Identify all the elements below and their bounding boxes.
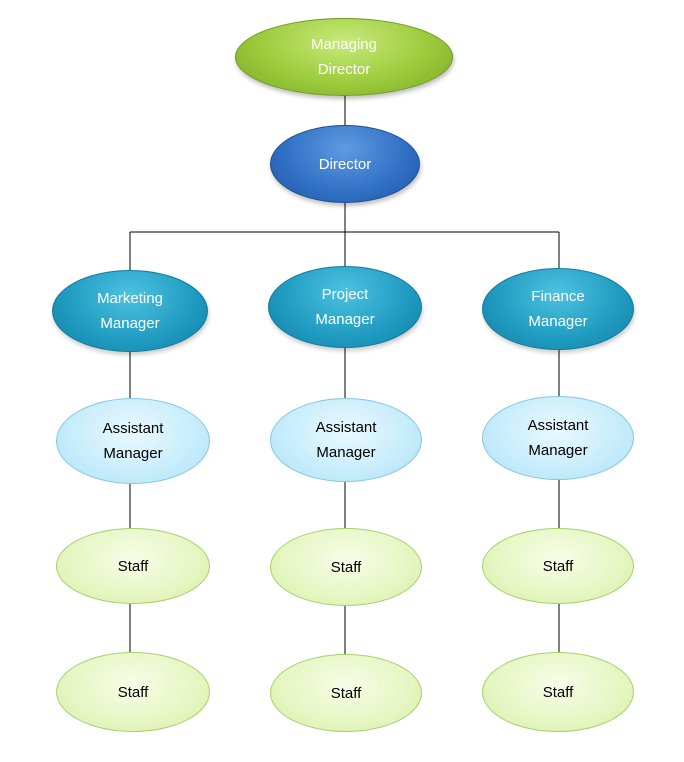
node-staff-project-1: Staff	[270, 528, 422, 606]
node-managing-director: Managing Director	[235, 18, 453, 96]
node-label: Staff	[117, 557, 149, 575]
node-label: Staff	[330, 558, 362, 576]
node-label: Staff	[542, 557, 574, 575]
node-director: Director	[270, 125, 420, 203]
node-staff-project-2: Staff	[270, 654, 422, 732]
node-project-manager: Project Manager	[268, 266, 422, 348]
node-staff-finance-2: Staff	[482, 652, 634, 732]
node-staff-marketing-1: Staff	[56, 528, 210, 604]
node-assistant-manager-finance: Assistant Manager	[482, 396, 634, 480]
node-assistant-manager-project: Assistant Manager	[270, 398, 422, 482]
node-label: Staff	[330, 684, 362, 702]
node-label: Staff	[117, 683, 149, 701]
node-label: Managing Director	[311, 36, 377, 78]
node-label: Finance Manager	[528, 288, 588, 330]
node-label: Assistant Manager	[102, 420, 164, 462]
node-label: Staff	[542, 683, 574, 701]
node-finance-manager: Finance Manager	[482, 268, 634, 350]
node-label: Project Manager	[315, 286, 375, 328]
node-marketing-manager: Marketing Manager	[52, 270, 208, 352]
node-assistant-manager-marketing: Assistant Manager	[56, 398, 210, 484]
node-label: Marketing Manager	[97, 290, 163, 332]
node-staff-finance-1: Staff	[482, 528, 634, 604]
node-label: Assistant Manager	[315, 419, 377, 461]
node-label: Director	[318, 155, 372, 173]
node-label: Assistant Manager	[527, 417, 589, 459]
node-staff-marketing-2: Staff	[56, 652, 210, 732]
